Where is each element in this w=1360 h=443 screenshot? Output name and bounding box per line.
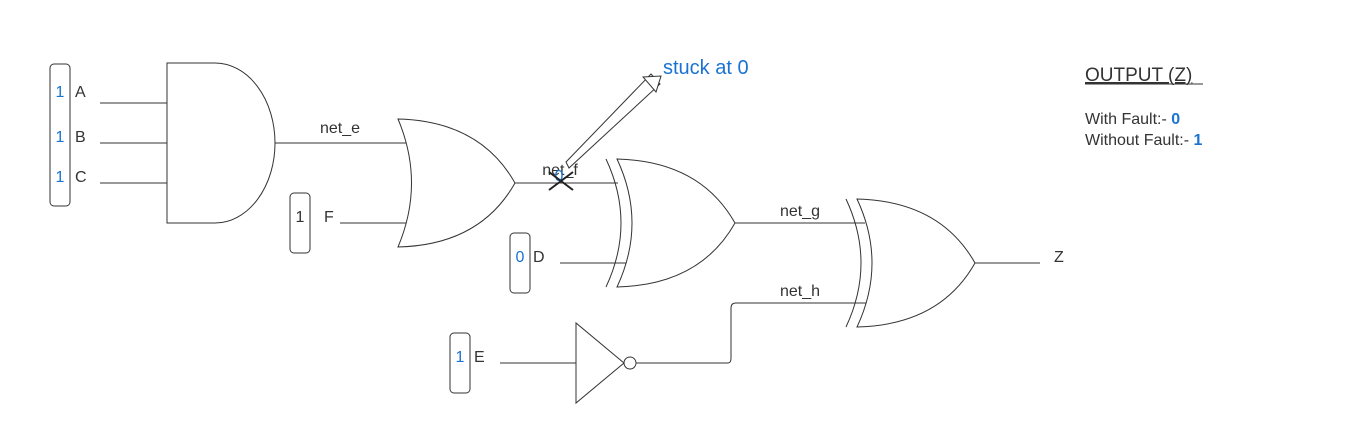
input-box-abc[interactable] xyxy=(49,63,71,207)
without-fault-label: Without Fault:- xyxy=(1085,132,1193,149)
fault-pointer-arrowhead xyxy=(641,75,662,94)
and-gate[interactable] xyxy=(166,62,276,224)
input-f-label: F xyxy=(324,209,334,226)
with-fault-label: With Fault:- xyxy=(1085,111,1171,128)
xor-gate-2[interactable] xyxy=(856,198,976,328)
input-box-f[interactable] xyxy=(289,192,311,254)
fault-pointer-arrow xyxy=(565,73,661,169)
xor1-input-arc xyxy=(605,158,622,288)
output-z-label: Z xyxy=(1054,249,1064,266)
input-box-e[interactable] xyxy=(449,332,471,394)
input-d-value: 0 xyxy=(516,249,525,266)
fault-label: stuck at 0 xyxy=(663,57,749,79)
with-fault-line: With Fault:- 0 xyxy=(1085,111,1180,128)
input-a-label: A xyxy=(75,84,86,101)
input-a-value: 1 xyxy=(56,84,65,101)
with-fault-value: 0 xyxy=(1171,111,1180,128)
input-d-label: D xyxy=(533,249,545,266)
input-c-label: C xyxy=(75,169,87,186)
or-gate[interactable] xyxy=(397,118,516,248)
net-h-label: net_h xyxy=(780,283,820,300)
not-gate-bubble xyxy=(623,356,637,370)
without-fault-line: Without Fault:- 1 xyxy=(1085,132,1202,149)
net-g-label: net_g xyxy=(780,203,820,220)
net-e-label: net_e xyxy=(320,120,360,137)
input-e-value: 1 xyxy=(456,349,465,366)
input-e-label: E xyxy=(474,349,485,366)
input-box-d[interactable] xyxy=(509,232,531,294)
input-b-label: B xyxy=(75,129,86,146)
xor2-input-arc xyxy=(845,198,862,328)
not-gate[interactable] xyxy=(575,321,625,405)
output-panel-title: OUTPUT (Z) xyxy=(1085,65,1192,86)
input-f-value: 1 xyxy=(296,209,305,226)
input-c-value: 1 xyxy=(56,169,65,186)
wire-net-h xyxy=(636,302,868,364)
fault-x-icon xyxy=(548,171,574,191)
without-fault-value: 1 xyxy=(1193,132,1202,149)
input-b-value: 1 xyxy=(56,129,65,146)
xor-gate-1[interactable] xyxy=(616,158,736,288)
fault-forced-value: 0 xyxy=(555,168,564,185)
